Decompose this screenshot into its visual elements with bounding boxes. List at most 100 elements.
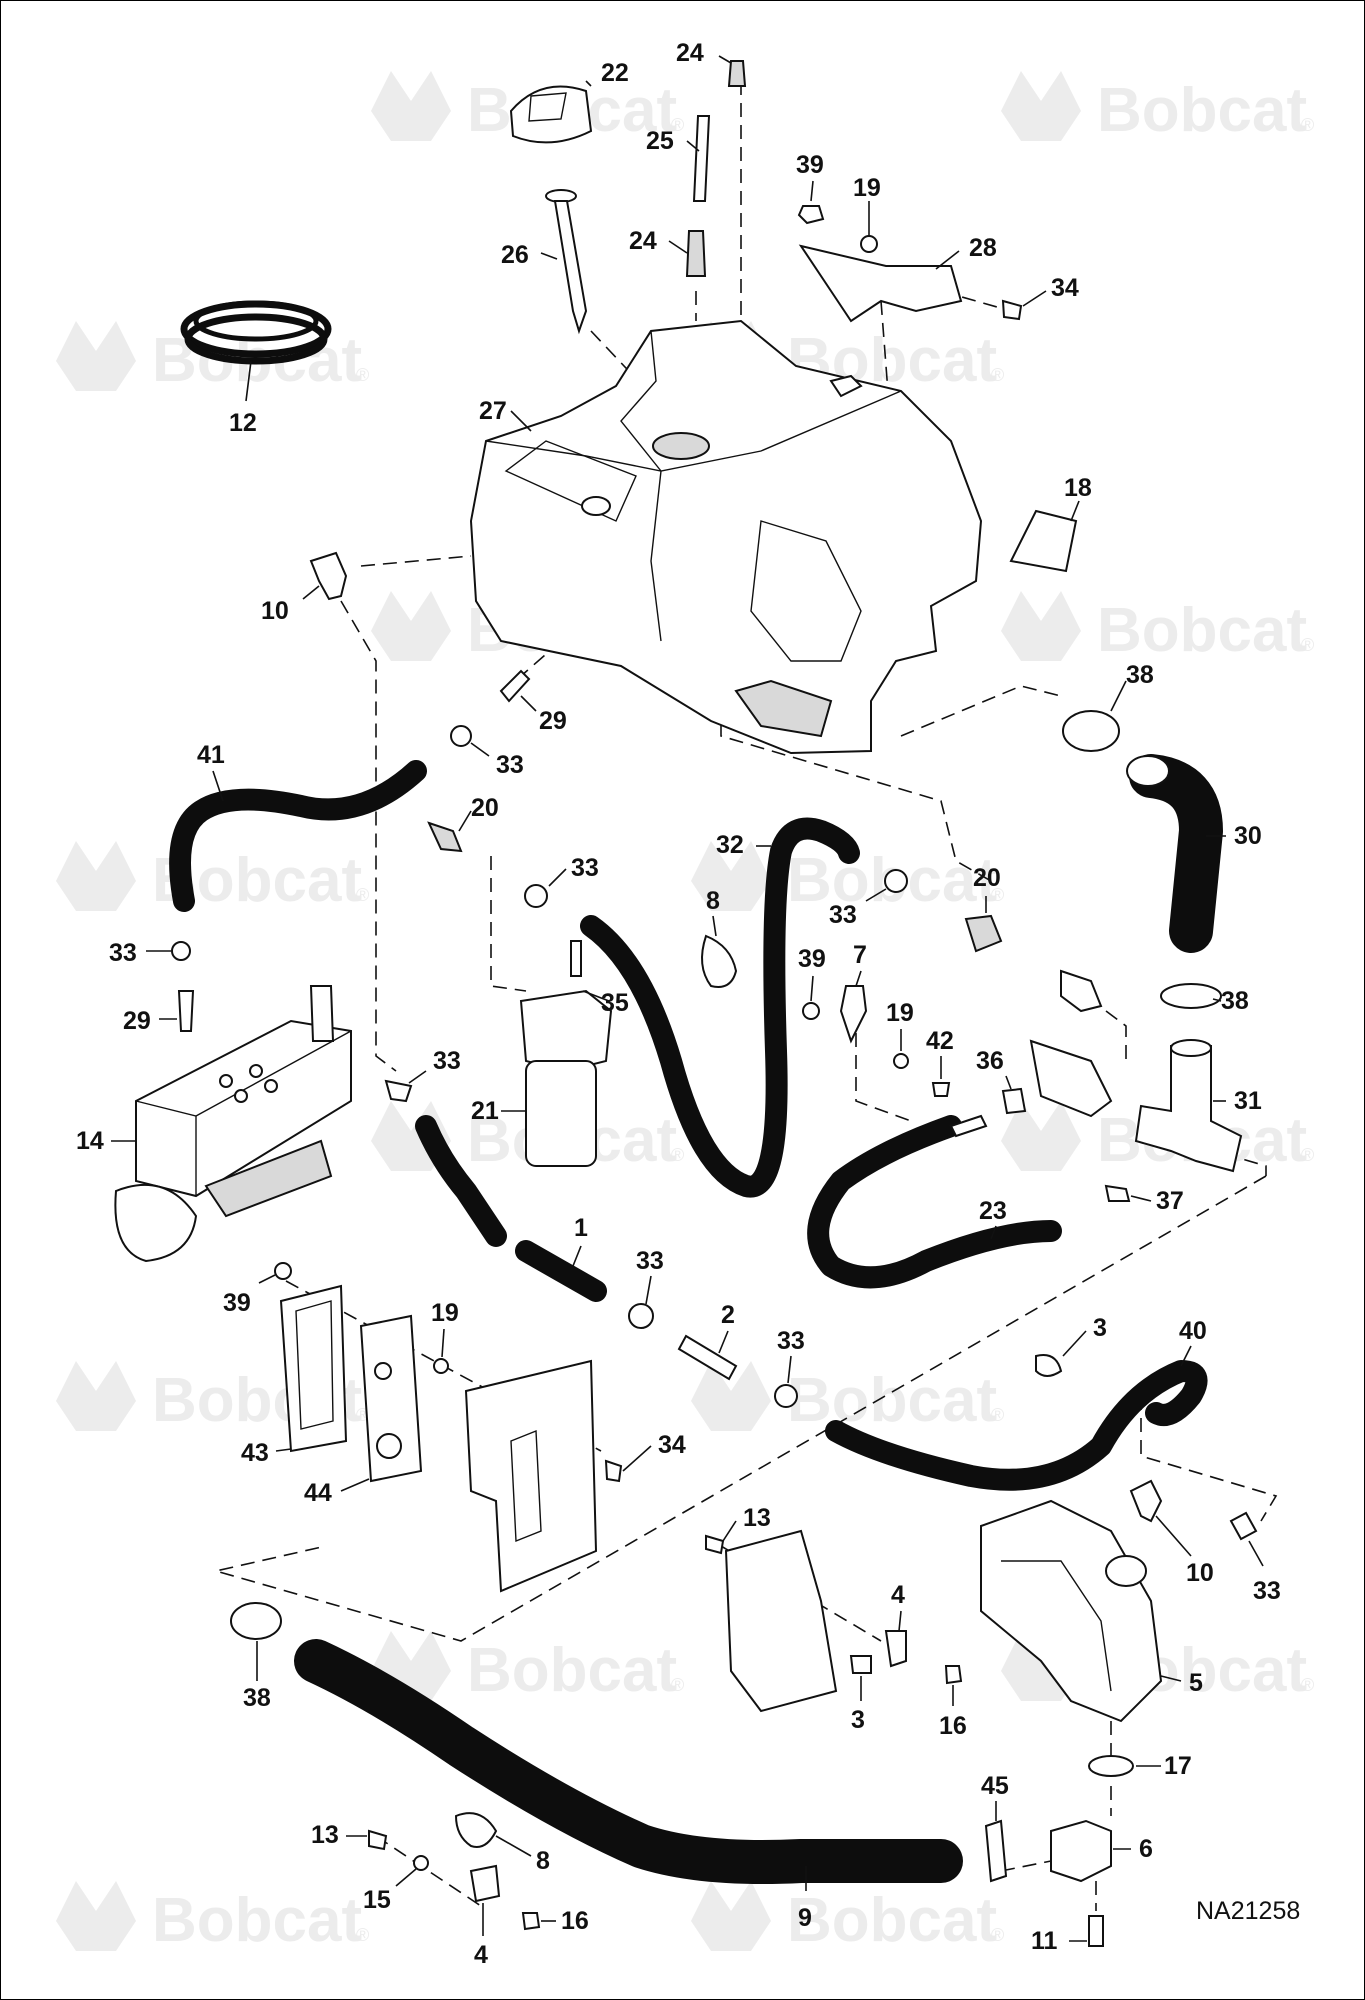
- bracket-plate-lower: [724, 1529, 838, 1713]
- callout-26: 26: [501, 241, 529, 269]
- watermark-text: Bobcat: [787, 1886, 997, 1955]
- callout-19-lower: 19: [431, 1299, 459, 1327]
- clamp-33-c: [524, 884, 548, 908]
- clamp-38-top: [1062, 710, 1120, 752]
- callout-17: 17: [1164, 1752, 1192, 1780]
- callout-33-pump: 33: [1253, 1577, 1281, 1605]
- tank-filler-neck: [652, 432, 710, 460]
- water-pump-port: [1105, 1555, 1147, 1587]
- figure-id: NA21258: [1196, 1897, 1300, 1925]
- bobcat-logo-icon: [56, 841, 136, 911]
- leader-44: [340, 1478, 370, 1492]
- hose-23-connector: [949, 1114, 988, 1138]
- tank-bottom-recess: [734, 679, 833, 738]
- leader-33-a: [470, 742, 490, 757]
- tank-label-plate: [504, 440, 637, 522]
- clamp-33-b: [171, 941, 191, 961]
- callout-41: 41: [197, 741, 225, 769]
- callout-21: 21: [471, 1097, 499, 1125]
- tee-top-opening: [1170, 1039, 1212, 1057]
- watermark-registered: ®: [671, 1675, 684, 1695]
- callout-10-pump: 10: [1186, 1559, 1214, 1587]
- valve-assembly: [1029, 1039, 1113, 1118]
- nut-39-mid: [802, 1002, 820, 1020]
- leader-33-d: [865, 888, 887, 902]
- leader-20-left: [458, 810, 472, 832]
- bobcat-logo-icon: [56, 321, 136, 391]
- tee-fitting-31: [1134, 1045, 1243, 1173]
- washer-19-mid: [893, 1053, 909, 1069]
- leader-29-top: [520, 695, 537, 712]
- leader-12: [245, 360, 252, 402]
- dash-fitting-to-filter: [490, 856, 527, 992]
- watermark-registered: ®: [991, 1925, 1004, 1945]
- tank-step: [620, 330, 662, 472]
- leader-23: [990, 1225, 997, 1240]
- manifold-port-2: [249, 1064, 263, 1078]
- callout-13-lower: 13: [311, 1821, 339, 1849]
- callout-35: 35: [601, 989, 629, 1017]
- filler-parts: [509, 60, 747, 335]
- callout-18: 18: [1064, 474, 1092, 502]
- bobcat-logo-icon: [1001, 1101, 1081, 1171]
- o-ring-17: [1088, 1755, 1134, 1777]
- leader-27: [510, 410, 532, 432]
- fuel-filter-assembly: [519, 940, 613, 1167]
- bobcat-logo-icon: [1001, 71, 1081, 141]
- clamp-33-lower-left: [384, 1079, 413, 1103]
- manifold-block: [135, 1019, 352, 1198]
- callout-4-upper: 4: [891, 1581, 905, 1609]
- callout-3-lower: 3: [851, 1706, 865, 1734]
- breather-tube: [692, 115, 711, 202]
- fittings: [171, 551, 1243, 1408]
- fitting-36: [1001, 1087, 1027, 1115]
- watermark-registered: ®: [671, 1145, 684, 1165]
- fitting-20-right: [964, 914, 1003, 953]
- dash-tank-to-clamp: [900, 685, 1062, 737]
- clamp-3-lower: [849, 1655, 872, 1674]
- callout-33-mid-left: 33: [433, 1047, 461, 1075]
- water-pump: [980, 1499, 1163, 1723]
- leader-36: [1005, 1075, 1012, 1090]
- hose-30: [1129, 754, 1223, 953]
- bolt-11: [1088, 1915, 1104, 1947]
- callout-33-lower: 33: [777, 1327, 805, 1355]
- callout-38-lower: 38: [243, 1684, 271, 1712]
- leader-24-top: [718, 55, 732, 64]
- nut-16-lower: [521, 1912, 541, 1931]
- callout-8-lower: 8: [536, 1847, 550, 1875]
- leader-33-mid-left: [408, 1070, 427, 1084]
- callout-34-top: 34: [1051, 274, 1079, 302]
- bobcat-logo-icon: [691, 1361, 771, 1431]
- leader-2: [718, 1330, 729, 1354]
- callout-33-d: 33: [829, 901, 857, 929]
- fuel-cap-grip: [528, 92, 567, 122]
- dash-hose-to-sensor: [1000, 1860, 1052, 1872]
- callout-15: 15: [363, 1886, 391, 1914]
- hose-9: [294, 1639, 963, 1884]
- callout-24-mid: 24: [629, 227, 657, 255]
- leader-15: [395, 1868, 417, 1887]
- manifold-solenoid: [309, 985, 335, 1042]
- watermark-text: Bobcat: [1097, 76, 1307, 145]
- leader-39-top: [810, 180, 814, 202]
- fitting-29-upper: [499, 669, 531, 703]
- bolt-34-lower: [604, 1459, 623, 1483]
- mounting-panel-slot: [510, 1429, 542, 1543]
- leader-18: [1070, 500, 1080, 522]
- callout-8-upper: 8: [706, 887, 720, 915]
- leader-22: [585, 80, 592, 87]
- clamp-33-mid: [628, 1303, 654, 1329]
- watermark-registered: ®: [1301, 1675, 1314, 1695]
- callout-33-mid: 33: [636, 1247, 664, 1275]
- bolt-13-lower: [368, 1829, 388, 1851]
- callout-45: 45: [981, 1772, 1009, 1800]
- elbow-10-pump: [1129, 1479, 1163, 1523]
- leader-19-lower: [441, 1328, 445, 1358]
- leader-5: [1160, 1675, 1182, 1682]
- callout-6: 6: [1139, 1835, 1153, 1863]
- leader-37: [1130, 1195, 1152, 1202]
- callout-labels: 22 24 25 24 26 39 19 28 34 12 27 18 10 2…: [76, 39, 1281, 1969]
- callout-42: 42: [926, 1027, 954, 1055]
